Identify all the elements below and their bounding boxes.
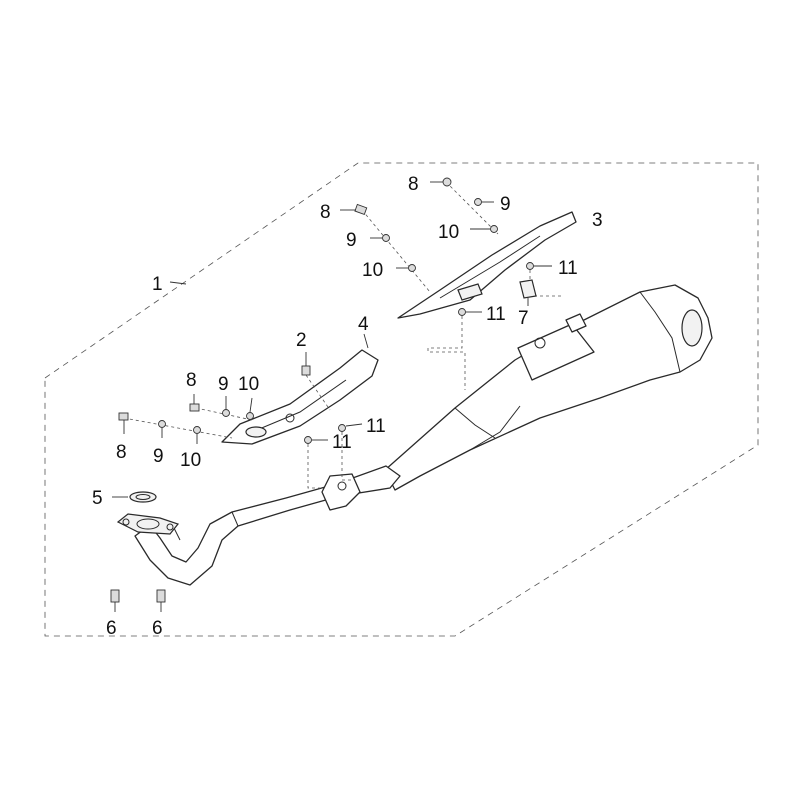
callout-3: 3 xyxy=(592,210,603,231)
callout-10-low: 10 xyxy=(180,450,201,471)
callout-2: 2 xyxy=(296,330,307,351)
nuts-6 xyxy=(110,589,166,612)
fastener-stack-low xyxy=(118,412,233,444)
callout-8-low: 8 xyxy=(116,442,127,463)
callout-6-b: 6 xyxy=(152,618,163,639)
muffler-bracket xyxy=(517,313,595,381)
callout-7: 7 xyxy=(518,308,529,329)
callout-11-top-center: 11 xyxy=(486,304,506,325)
callout-10-top-b: 10 xyxy=(362,260,383,281)
bolt-2 xyxy=(301,352,331,411)
callout-11-top-right: 11 xyxy=(558,258,578,279)
fastener-stack-mid xyxy=(189,394,254,421)
heat-shield-top xyxy=(397,211,577,319)
muffler xyxy=(384,284,713,491)
callout-9-top-b: 9 xyxy=(346,230,357,251)
callout-10-top-a: 10 xyxy=(438,222,459,243)
callout-9-low: 9 xyxy=(153,446,164,467)
pipe-bracket xyxy=(321,473,361,511)
callout-4: 4 xyxy=(358,314,369,335)
callout-1: 1 xyxy=(152,274,163,295)
clip xyxy=(519,279,537,306)
callout-10-mid: 10 xyxy=(238,374,259,395)
fastener-stack-top-right xyxy=(430,177,499,235)
assembly-boundary xyxy=(44,162,759,637)
heat-shield-left xyxy=(221,349,379,445)
callout-9-top-a: 9 xyxy=(500,194,511,215)
fastener-stack-top-left xyxy=(340,203,431,293)
callout-9-mid: 9 xyxy=(218,374,229,395)
nuts-mid xyxy=(304,423,363,489)
nuts-top xyxy=(427,262,562,390)
callout-11-mid-center: 11 xyxy=(332,432,352,453)
callout-6-a: 6 xyxy=(106,618,117,639)
callout-8-top-b: 8 xyxy=(320,202,331,223)
header-flange xyxy=(116,513,180,535)
callout-8-top-a: 8 xyxy=(408,174,419,195)
callout-8-mid: 8 xyxy=(186,370,197,391)
callout-11-mid-right: 11 xyxy=(366,416,386,437)
callout-5: 5 xyxy=(92,488,103,509)
gasket xyxy=(112,491,157,503)
